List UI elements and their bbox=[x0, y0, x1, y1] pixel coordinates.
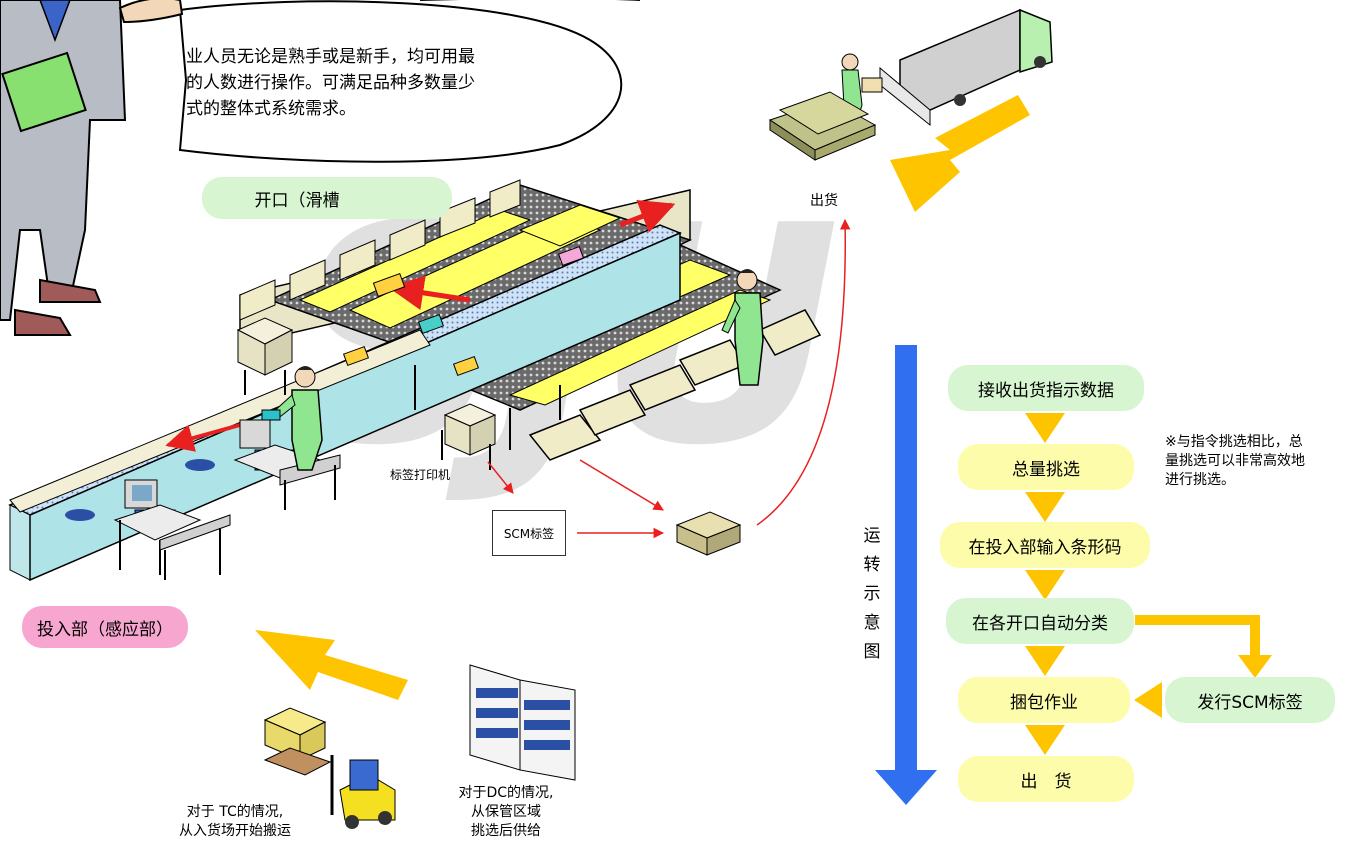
axis-char-2: 转 bbox=[863, 555, 881, 575]
speech-line-3: 式的整体式系统需求。 bbox=[186, 99, 356, 119]
flow-step-packing: 捆包作业 bbox=[958, 677, 1130, 723]
flow-axis-label: 运 转 示 意 图 bbox=[862, 522, 882, 667]
printer-to-label-arrow bbox=[487, 461, 514, 494]
tc-caption-line-1: 对于 TC的情况, bbox=[186, 804, 284, 820]
axis-char-3: 示 bbox=[863, 584, 881, 604]
tc-caption: 对于 TC的情况, 从入货场开始搬运 bbox=[150, 803, 320, 841]
dc-caption-line-3: 挑选后供给 bbox=[471, 823, 541, 839]
axis-arrow-shaft bbox=[895, 345, 917, 770]
worker-input bbox=[261, 366, 323, 471]
speech-text: 业人员无论是熟手或是新手，均可用最 的人数进行操作。可满足品种多数量少 式的整体… bbox=[186, 44, 475, 122]
flow-step-issue-scm-label: 发行SCM标签 bbox=[1165, 677, 1335, 723]
flow-arrow-2 bbox=[1025, 492, 1065, 522]
yellow-arrow-shipping bbox=[890, 95, 1030, 212]
pallet-boxes bbox=[768, 91, 877, 161]
dc-caption-line-2: 从保管区域 bbox=[471, 804, 541, 820]
flow-step-receive-data: 接收出货指示数据 bbox=[948, 365, 1144, 411]
flow-arrow-4 bbox=[1025, 646, 1065, 676]
worker-chute bbox=[721, 269, 764, 386]
yellow-arrow-input bbox=[255, 630, 408, 700]
flow-branch-arrowhead bbox=[1238, 655, 1272, 678]
flow-arrow-3 bbox=[1025, 570, 1065, 600]
flow-note-line-3: 进行挑选。 bbox=[1165, 472, 1235, 488]
axis-char-1: 运 bbox=[863, 526, 881, 546]
flow-arrow-1 bbox=[1025, 413, 1065, 443]
flow-step-total-picking: 总量挑选 bbox=[958, 444, 1134, 490]
presenter-figure bbox=[0, 0, 184, 336]
dc-caption: 对于DC的情况, 从保管区域 挑选后供给 bbox=[436, 784, 576, 841]
axis-arrow-head bbox=[875, 770, 937, 805]
flow-step-barcode-input: 在投入部输入条形码 bbox=[940, 522, 1150, 568]
flow-step-auto-sort: 在各开口自动分类 bbox=[946, 598, 1134, 644]
speech-bubble bbox=[178, 0, 623, 163]
shipping-label: 出货 bbox=[810, 193, 838, 209]
label-printer-device bbox=[441, 403, 497, 470]
axis-char-4: 意 bbox=[863, 613, 881, 633]
flow-arrow-5 bbox=[1025, 725, 1065, 755]
dc-caption-line-1: 对于DC的情况, bbox=[458, 785, 554, 801]
storage-shelf-icon bbox=[469, 664, 576, 781]
flow-merge-arrowhead bbox=[1134, 682, 1162, 718]
speech-line-2: 的人数进行操作。可满足品种多数量少 bbox=[186, 73, 475, 93]
flow-note: ※与指令挑选相比，总 量挑选可以非常高效地 进行挑选。 bbox=[1165, 433, 1305, 490]
input-station bbox=[113, 317, 341, 580]
packed-box bbox=[675, 511, 742, 556]
axis-char-5: 图 bbox=[863, 642, 881, 662]
scm-label-box: SCM标签 bbox=[492, 510, 566, 556]
speech-line-1: 业人员无论是熟手或是新手，均可用最 bbox=[186, 47, 475, 67]
flow-branch-connector bbox=[1135, 615, 1260, 660]
flow-step-shipping: 出 货 bbox=[958, 756, 1134, 802]
flow-note-line-1: ※与指令挑选相比，总 bbox=[1165, 434, 1303, 450]
tc-caption-line-2: 从入货场开始搬运 bbox=[179, 823, 291, 839]
box-to-shipping-arrow bbox=[756, 218, 851, 526]
input-section-label: 投入部（感应部） bbox=[22, 606, 188, 648]
flow-note-line-2: 量挑选可以非常高效地 bbox=[1165, 453, 1305, 469]
label-printer-label: 标签打印机 bbox=[390, 468, 451, 482]
bins-to-box-arrow bbox=[579, 459, 664, 511]
delivery-truck bbox=[879, 8, 1053, 127]
forklift-icon bbox=[263, 707, 396, 829]
chute-label: 开口（滑槽 bbox=[202, 177, 452, 219]
sorter-machine bbox=[8, 179, 822, 582]
